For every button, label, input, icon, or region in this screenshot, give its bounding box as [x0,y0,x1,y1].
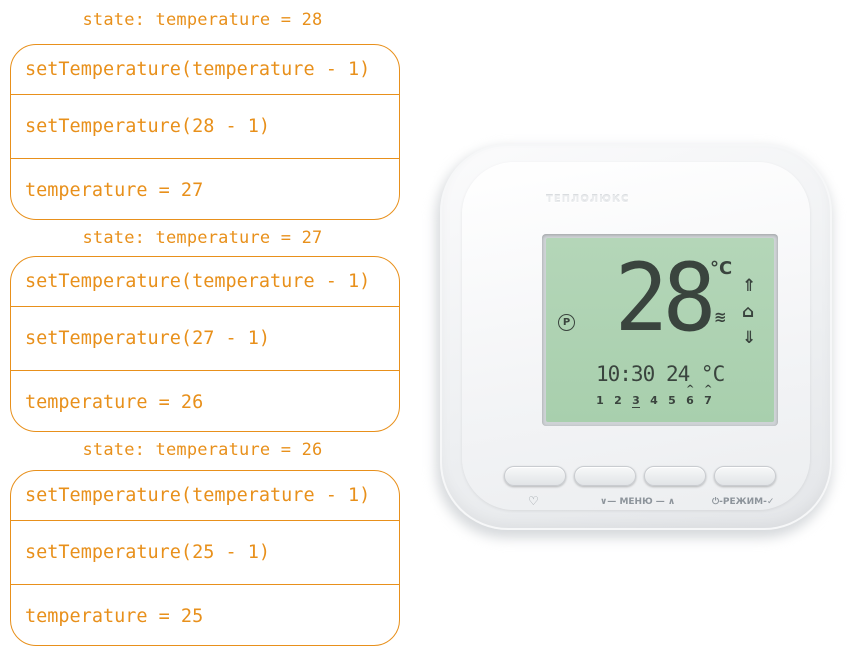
arrow-down-icon: ⇓ [742,328,757,348]
day-6: 6 [686,384,694,408]
day-1: 1 [596,394,604,407]
room-temperature-readout: 24 °C [666,362,725,386]
call-group-2: setTemperature(temperature - 1) setTempe… [10,256,400,432]
clock-readout: 10:30 [596,362,655,386]
state-label-1: state: temperature = 28 [82,10,323,30]
comfort-cap-icon: ⌂ [742,302,755,322]
celsius-unit: °C [710,258,733,279]
day-4: 4 [650,394,658,407]
call-row: setTemperature(27 - 1) [11,307,399,371]
result-row: temperature = 27 [25,179,204,201]
day-5: 5 [668,394,676,407]
day-7: 7 [704,384,712,408]
brand-logo: ТЕПЛОЛЮКС [546,194,630,205]
call-row: setTemperature(28 - 1) [11,95,399,159]
menu-up-button[interactable] [644,466,706,486]
arrow-up-icon: ⇑ [742,276,757,296]
call-row: setTemperature(temperature - 1) [11,45,399,95]
weekday-indicator: 1 2 3 4 5 6 7 [596,384,712,408]
menu-label: ∨— МЕНЮ — ∧ [600,497,676,507]
state-label-2: state: temperature = 27 [82,228,323,248]
lcd-display: 28 °C P ≋ ⇑ ⌂ ⇓ 10:30 24 °C 1 2 3 4 5 6 … [546,238,774,422]
heart-button[interactable] [504,466,566,486]
call-row: setTemperature(temperature - 1) [11,471,399,521]
heat-icon: ≋ [714,308,727,326]
call-row: setTemperature(25 - 1) [11,521,399,585]
state-label-3: state: temperature = 26 [82,440,323,460]
result-row: temperature = 25 [25,605,204,627]
day-3: 3 [632,394,640,408]
menu-down-button[interactable] [574,466,636,486]
call-row: setTemperature(temperature - 1) [11,257,399,307]
mode-label: ⏻-РЕЖИМ-✓ [712,497,775,507]
thermostat-face: ТЕПЛОЛЮКС 28 °C P ≋ ⇑ ⌂ ⇓ 10:30 24 °C 1 … [462,162,810,510]
result-row: temperature = 26 [25,391,204,413]
program-icon: P [558,314,575,331]
day-2: 2 [614,394,622,407]
heart-icon: ♡ [528,494,539,508]
call-group-3: setTemperature(temperature - 1) setTempe… [10,470,400,646]
mode-button[interactable] [714,466,776,486]
lcd-bezel: 28 °C P ≋ ⇑ ⌂ ⇓ 10:30 24 °C 1 2 3 4 5 6 … [542,234,778,426]
set-temperature-readout: 28 [614,244,717,353]
call-group-1: setTemperature(temperature - 1) setTempe… [10,44,400,220]
thermostat: ТЕПЛОЛЮКС 28 °C P ≋ ⇑ ⌂ ⇓ 10:30 24 °C 1 … [440,144,832,530]
